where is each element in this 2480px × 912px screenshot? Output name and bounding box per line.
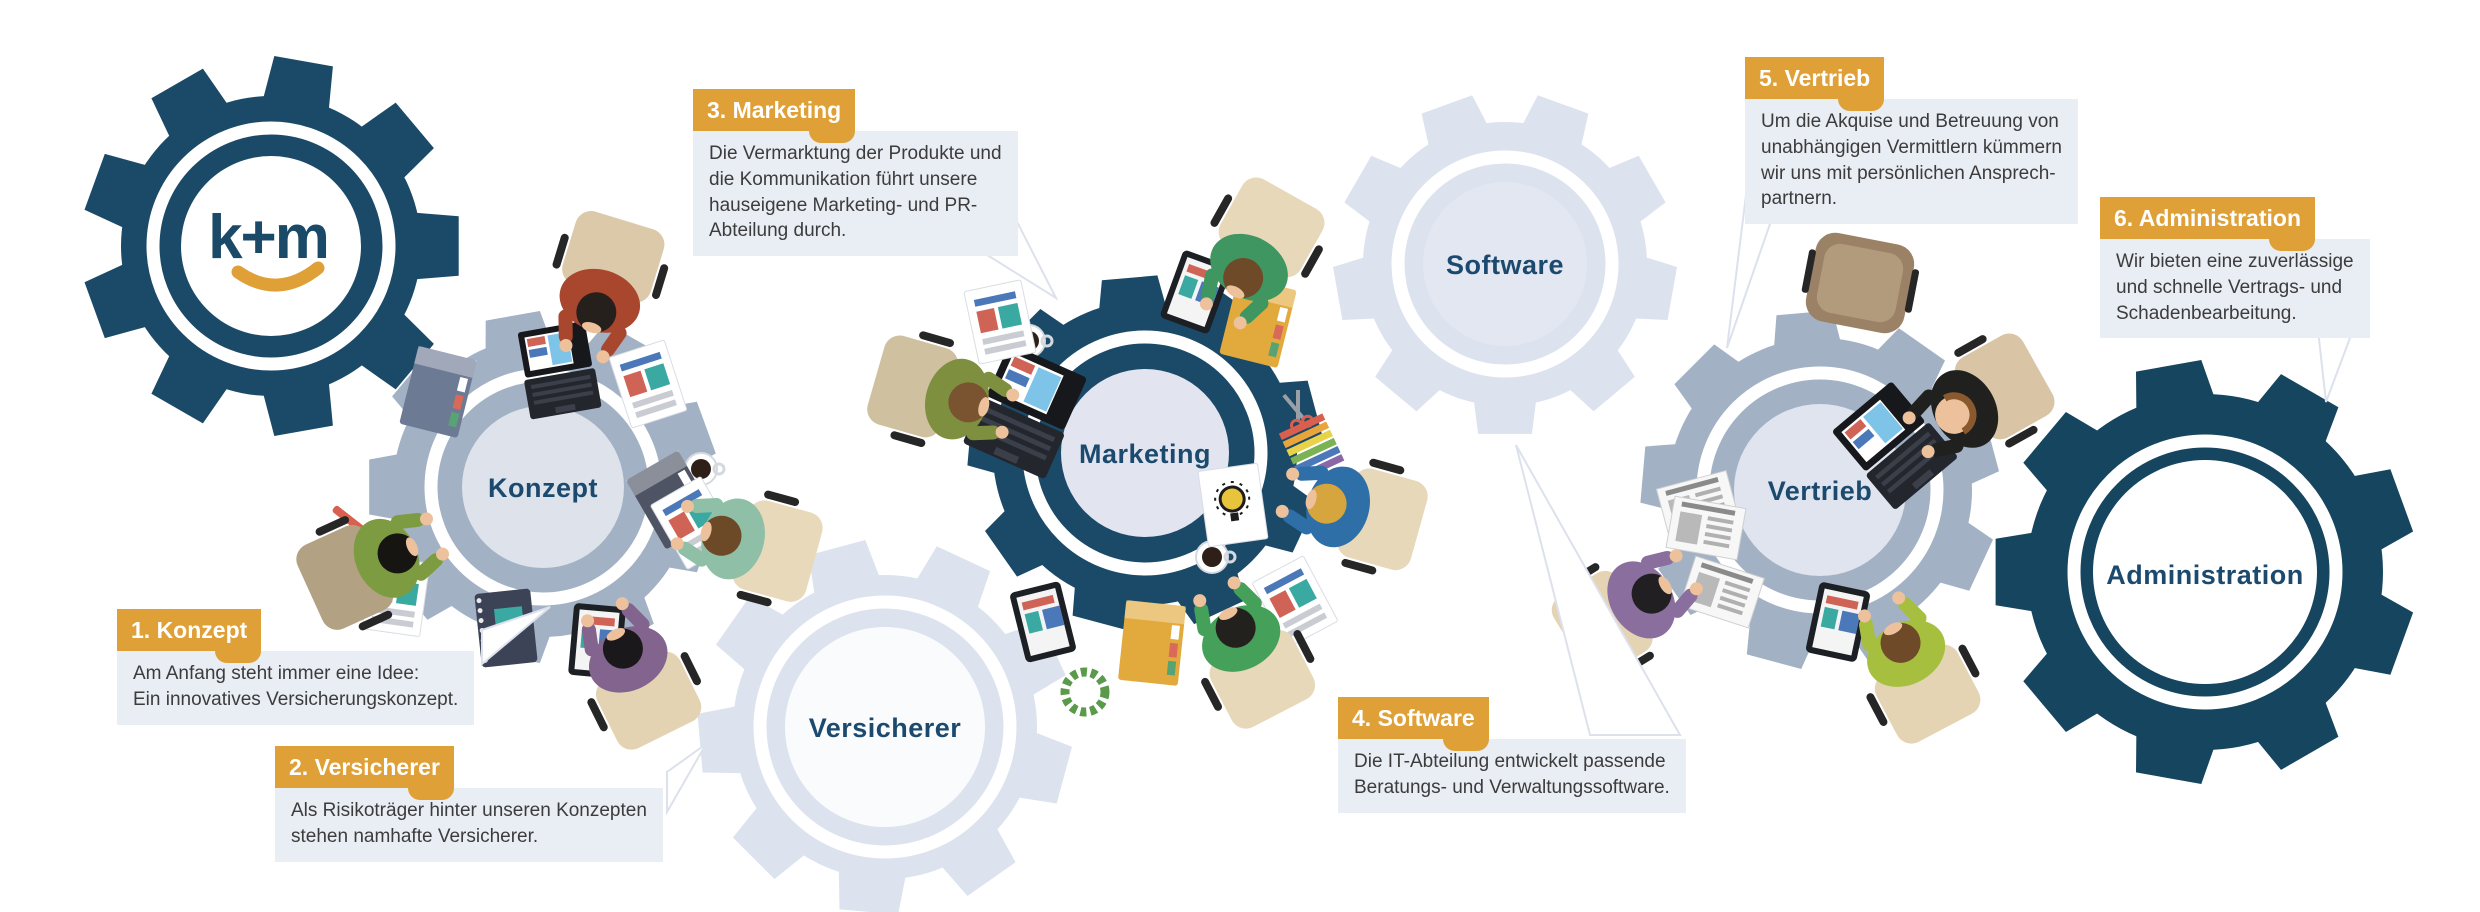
callout-3-header: 3. Marketing [693, 89, 856, 143]
person [670, 490, 823, 607]
prop-paper [963, 279, 1037, 365]
callout-3-body: Die Vermarktung der Produkte und die Kom… [693, 131, 1018, 257]
person [581, 597, 702, 750]
prop-tablet [1010, 581, 1076, 663]
callout-6-body: Wir bieten eine zuverlässige und schnell… [2100, 239, 2370, 339]
person [296, 512, 450, 631]
person [1275, 458, 1428, 575]
gear-label-marketing: Marketing [1079, 439, 1211, 469]
prop-newspaper [1665, 495, 1747, 561]
gear-label-administration: Administration [2106, 560, 2304, 590]
tail-1 [481, 606, 551, 667]
callout-1-konzept: 1. Konzept Am Anfang steht immer eine Id… [117, 609, 475, 725]
callout-4-body: Die IT-Abteilung entwickelt passende Ber… [1338, 739, 1686, 813]
gear-label-software: Software [1446, 250, 1564, 280]
prop-bulb [1197, 462, 1269, 548]
callout-5-vertrieb: 5. Vertrieb Um die Akquise und Betreuung… [1745, 57, 2079, 225]
person [1199, 177, 1325, 330]
callout-2-header: 2. Versicherer [275, 746, 454, 800]
gear-versicherer [697, 540, 1072, 912]
gear-administration [1995, 360, 2414, 784]
gear-konzept [369, 311, 716, 663]
prop-newspaper [1679, 555, 1765, 629]
callout-1-header: 1. Konzept [117, 609, 262, 663]
prop-coffee [1195, 540, 1237, 574]
callout-6-administration: 6. Administration Wir bieten eine zuverl… [2100, 197, 2370, 339]
callout-5-body: Um die Akquise und Betreuung von unabhän… [1745, 99, 2079, 225]
prop-tablet [1806, 582, 1870, 662]
gear-label-vertrieb: Vertrieb [1768, 476, 1873, 506]
person [1902, 333, 2055, 459]
gear-software [1333, 95, 1677, 434]
tail-2 [666, 743, 707, 816]
prop-laptop [517, 321, 602, 420]
callout-1-body: Am Anfang steht immer eine Idee: Ein inn… [117, 651, 475, 725]
gear-logo [84, 56, 459, 436]
gear-label-versicherer: Versicherer [809, 713, 962, 743]
callout-6-header: 6. Administration [2100, 197, 2315, 251]
empty-chair [1801, 232, 1920, 334]
prop-folder [1118, 600, 1187, 686]
person [867, 331, 1020, 448]
person [1193, 576, 1316, 729]
prop-laptop [963, 344, 1087, 479]
km-logo-text: k+m [208, 203, 328, 272]
callout-2-body: Als Risikoträger hinter unseren Konzepte… [275, 788, 663, 862]
callout-4-header: 4. Software [1338, 697, 1489, 751]
callout-4-software: 4. Software Die IT-Abteilung entwickelt … [1338, 697, 1686, 813]
gears-layer [84, 56, 2414, 912]
callout-5-header: 5. Vertrieb [1745, 57, 1885, 111]
tail-4 [1515, 444, 1682, 736]
gear-label-konzept: Konzept [488, 473, 598, 503]
prop-folder [399, 345, 477, 438]
prop-scissors [1282, 390, 1315, 432]
prop-paper [1252, 555, 1338, 649]
tail-6 [2316, 329, 2355, 403]
person [1857, 591, 1981, 744]
labels-layer: Konzept Versicherer Marketing Software V… [208, 203, 2304, 743]
prop-paper [609, 339, 687, 429]
callout-3-marketing: 3. Marketing Die Vermarktung der Produkt… [693, 89, 1018, 257]
km-logo-swoosh [231, 261, 325, 292]
callout-2-versicherer: 2. Versicherer Als Risikoträger hinter u… [275, 746, 663, 862]
prop-wreath [1060, 667, 1110, 717]
person [552, 211, 669, 364]
